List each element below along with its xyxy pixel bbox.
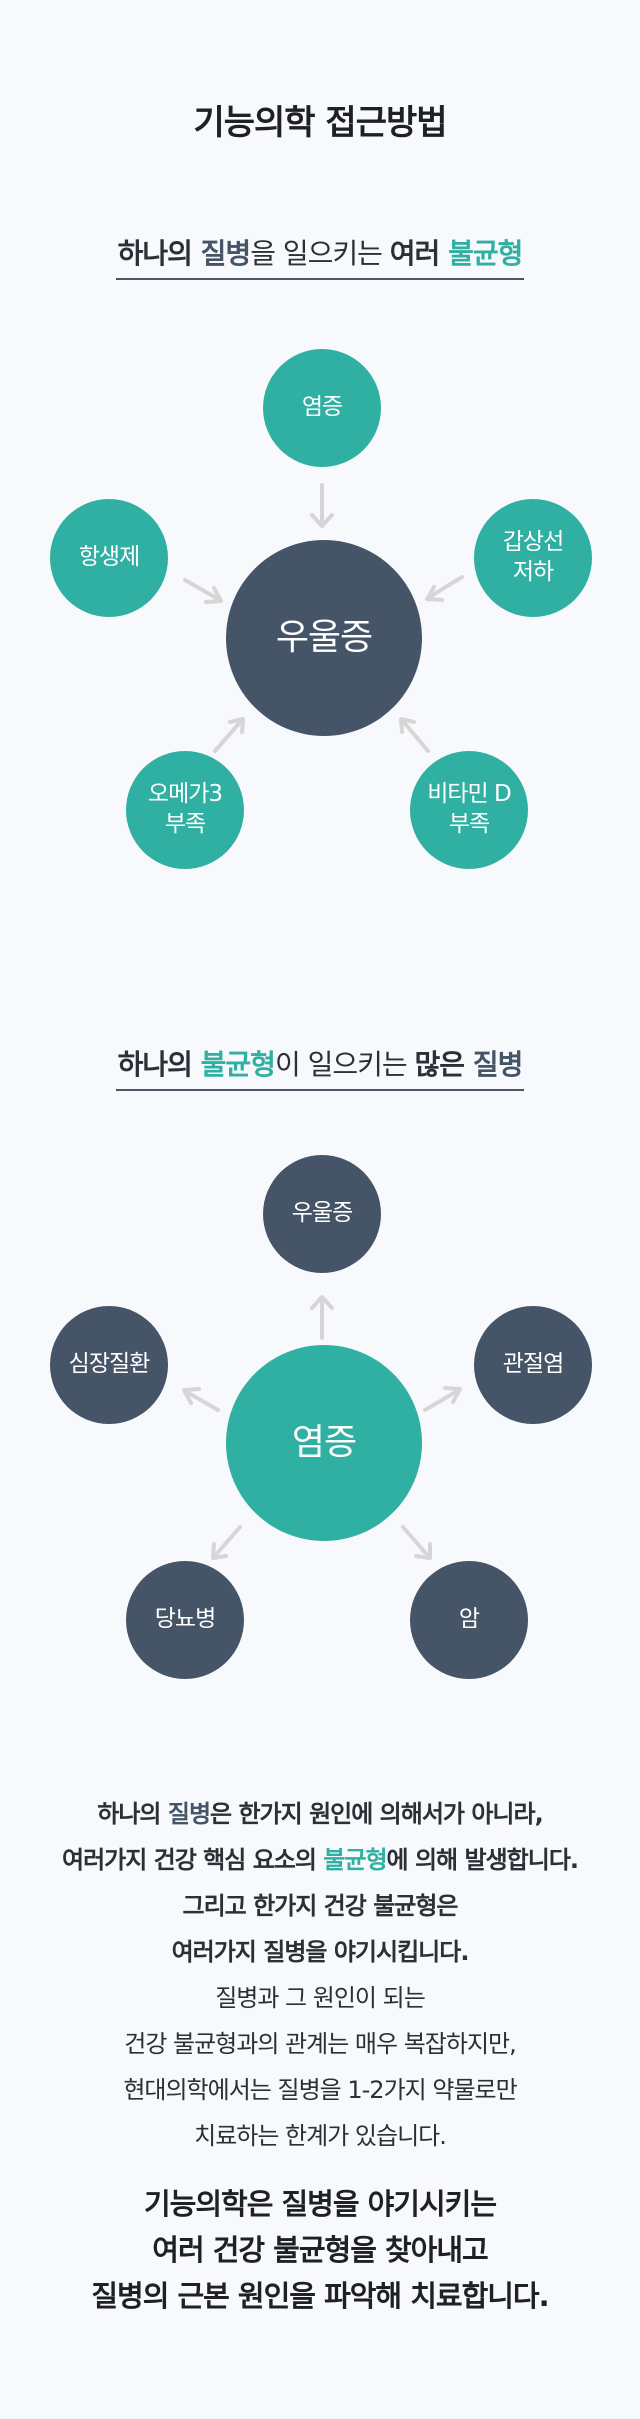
closing-line3: 질병의 근본 원인을 파악해 치료합니다. (91, 2279, 549, 2313)
section1-title-part1: 하나의 (117, 237, 201, 270)
arrow-bottom-right-to-center (399, 717, 430, 753)
paragraph-line1: 하나의 질병은 한가지 원인에 의해서가 아니라, (0, 1791, 640, 1837)
center-depression: 우울증 (226, 540, 422, 736)
explanation-paragraph: 하나의 질병은 한가지 원인에 의해서가 아니라, 여러가지 건강 핵심 요소의… (0, 1791, 640, 2159)
section1-title-part4: 여러 (389, 237, 449, 270)
arrow-bottom-left-to-center (213, 717, 245, 753)
section2-arrows (182, 1295, 462, 1560)
closing-statement: 기능의학은 질병을 야기시키는 여러 건강 불균형을 찾아내고 질병의 근본 원… (0, 2181, 640, 2319)
node-inflammation: 염증 (263, 349, 381, 467)
section2-title-part2: 불균형 (200, 1048, 276, 1081)
section2-title-part4: 많은 (414, 1048, 473, 1081)
paragraph-line6: 건강 불균형과의 관계는 매우 복잡하지만, (124, 2030, 517, 2058)
section2-title-part3: 이 일으키는 (274, 1048, 415, 1081)
arrow-center-to-right (423, 1386, 462, 1412)
paragraph-line2-highlight: 불균형 (323, 1846, 387, 1874)
node-cancer: 암 (410, 1561, 528, 1679)
arrow-right-to-center (425, 575, 464, 602)
arrow-center-to-left (182, 1387, 220, 1412)
arrow-center-to-top (310, 1295, 334, 1340)
paragraph-line1-c: 은 한가지 원인에 의해서가 아니라, (210, 1800, 544, 1828)
arrow-top-to-center (310, 483, 334, 528)
section2-title: 하나의 불균형이 일으키는 많은 질병 (0, 1043, 640, 1091)
section1-title: 하나의 질병을 일으키는 여러 불균형 (0, 232, 640, 280)
page-title: 기능의학 접근방법 (193, 103, 447, 143)
paragraph-line4: 여러가지 질병을 야기시킵니다. (171, 1938, 470, 1966)
closing-line1: 기능의학은 질병을 야기시키는 (143, 2187, 497, 2221)
node-omega3-deficiency: 오메가3 부족 (126, 751, 244, 869)
paragraph-line1-a: 하나의 (97, 1800, 168, 1828)
paragraph-line1-highlight: 질병 (167, 1800, 211, 1828)
section2-title-part1: 하나의 (117, 1048, 201, 1081)
paragraph-line2-a: 여러가지 건강 핵심 요소의 (61, 1846, 324, 1874)
node-hypothyroid: 갑상선 저하 (474, 499, 592, 617)
arrow-center-to-bottom-left (211, 1525, 242, 1560)
paragraph-line3: 그리고 한가지 건강 불균형은 (182, 1892, 458, 1920)
center-inflammation: 염증 (226, 1345, 422, 1541)
paragraph-line2-c: 에 의해 발생합니다. (386, 1846, 579, 1874)
arrow-center-to-bottom-right (401, 1525, 432, 1560)
section2-title-part5: 질병 (472, 1048, 524, 1081)
node-heart-disease: 심장질환 (50, 1306, 168, 1424)
node-diabetes: 당뇨병 (126, 1561, 244, 1679)
section1-arrows (183, 483, 464, 753)
node-arthritis: 관절염 (474, 1306, 592, 1424)
paragraph-line5: 질병과 그 원인이 되는 (215, 1984, 426, 2012)
closing-line2: 여러 건강 불균형을 찾아내고 (152, 2233, 488, 2267)
node-vitamin-d-deficiency: 비타민 D 부족 (410, 751, 528, 869)
section1-title-part2: 질병 (200, 237, 252, 270)
paragraph-line7: 현대의학에서는 질병을 1-2가지 약물로만 (123, 2076, 517, 2104)
paragraph-line8: 치료하는 한계가 있습니다. (194, 2122, 447, 2150)
node-antibiotics: 항생제 (50, 499, 168, 617)
arrow-left-to-center (183, 578, 223, 604)
node-depression: 우울증 (263, 1155, 381, 1273)
section1-title-part3: 을 일으키는 (250, 237, 390, 270)
section1-title-part5: 불균형 (448, 237, 523, 270)
paragraph-line2: 여러가지 건강 핵심 요소의 불균형에 의해 발생합니다. (0, 1837, 640, 1883)
